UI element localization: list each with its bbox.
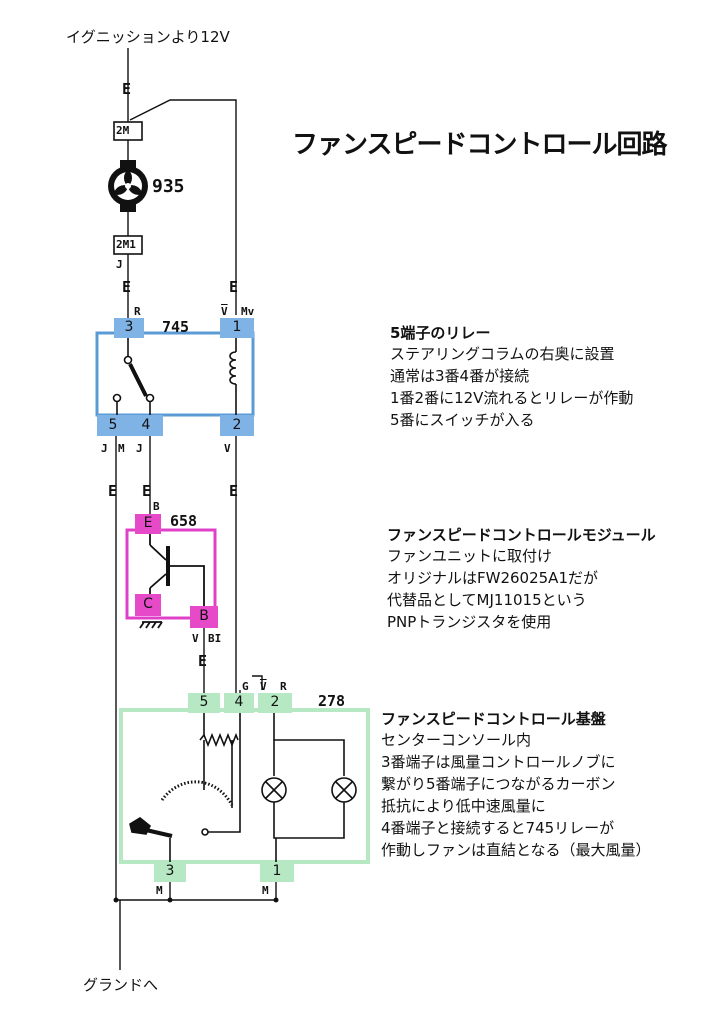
branch-wire-relay-coil <box>129 99 237 315</box>
relay-notes-line: 5番にスイッチが入る <box>390 411 535 429</box>
module-terminal-e <box>135 514 161 534</box>
module-notes: ファンスピードコントロールモジュール ファンユニットに取付け オリジナルはFW2… <box>387 524 656 633</box>
wire-code-e: E <box>122 278 132 296</box>
board-notes: ファンスピードコントロール基盤 センターコンソール内 3番端子は風量コントロール… <box>381 708 651 861</box>
carbon-resistor <box>199 732 239 748</box>
relay-terminal-3-label: 3 <box>124 319 134 335</box>
board-code: 278 <box>318 692 346 710</box>
relay-coil <box>229 351 237 385</box>
fan-connector-bottom <box>113 235 143 255</box>
wire-code-e: E <box>229 278 239 296</box>
relay-code: 745 <box>162 318 190 336</box>
fan-connector-bottom-label: 2M1 <box>116 238 136 251</box>
board-terminal-2 <box>258 693 292 713</box>
module-terminal-c <box>135 594 161 616</box>
relay-terminal-1 <box>220 318 254 338</box>
junction-dot <box>167 897 173 903</box>
relay-notes-heading: 5端子のリレー <box>390 324 491 342</box>
junction-dot <box>113 897 119 903</box>
board-notes-line: 作動しファンは直結となる（最大風量） <box>381 841 651 859</box>
module-notes-line: PNPトランジスタを使用 <box>387 613 552 631</box>
board-terminal-3 <box>154 862 186 882</box>
wire-code-j: J <box>101 442 108 455</box>
wire-code-e: E <box>229 482 239 500</box>
supply-label: イグニッションより12V <box>66 28 230 46</box>
wire-code-mv: Mv <box>241 305 255 318</box>
relay-terminal-4 <box>129 415 163 436</box>
module-notes-line: ファンユニットに取付け <box>387 547 553 565</box>
wire-code-e: E <box>198 652 208 670</box>
board-terminal-1-label: 1 <box>272 863 282 879</box>
module-terminal-e-label: E <box>143 515 153 531</box>
resistor-arc <box>160 780 234 806</box>
board-terminal-5 <box>188 693 220 713</box>
relay-notes-line: 1番2番に12V流れるとリレーが作動 <box>390 389 634 407</box>
wire-code-j: J <box>116 258 123 271</box>
relay-terminal-1-label: 1 <box>232 319 242 335</box>
wire-code-bi: BI <box>208 632 222 645</box>
wire-code-v: V <box>224 442 231 455</box>
board-terminal-5-label: 5 <box>199 694 209 710</box>
module-terminal-b-label: B <box>199 608 209 624</box>
relay-switch-blade <box>128 363 148 397</box>
relay-notes: 5端子のリレー ステアリングコラムの右奥に設置 通常は3番4番が接続 1番2番に… <box>390 322 633 431</box>
board-notes-line: 3番端子は風量コントロールノブに <box>381 753 616 771</box>
relay-terminal-2 <box>220 415 254 436</box>
relay-box <box>95 331 255 417</box>
board-notes-heading: ファンスピードコントロール基盤 <box>381 710 606 728</box>
wire-code-v: V <box>260 680 267 693</box>
module-terminal-c-label: C <box>143 596 153 612</box>
fan-code: 935 <box>152 176 185 197</box>
wire-code-e: E <box>108 482 118 500</box>
board-box <box>119 708 370 864</box>
relay-terminal-2-label: 2 <box>232 417 242 433</box>
board-notes-line: 4番端子と接続すると745リレーが <box>381 819 615 837</box>
module-box <box>125 528 217 620</box>
wire-code-r: R <box>134 305 141 318</box>
board-notes-line: 繋がり5番端子につながるカーボン <box>381 775 616 793</box>
wire-code-m: M <box>118 442 125 455</box>
junction-dot <box>273 897 279 903</box>
wire-code-e: E <box>122 80 132 98</box>
relay-terminal-5-label: 5 <box>108 417 118 433</box>
wire-code-r: R <box>280 680 287 693</box>
transistor-icon <box>139 534 205 629</box>
module-notes-line: 代替品としてMJ11015という <box>387 591 587 609</box>
module-terminal-b <box>190 606 218 628</box>
fan-connector-top <box>113 121 143 141</box>
wire-code-b: B <box>153 500 160 513</box>
wire-code-v: V <box>192 632 199 645</box>
wire-code-g: G <box>242 680 249 693</box>
wire-code-m: M <box>156 884 163 897</box>
relay-terminal-3 <box>114 318 144 338</box>
board-terminal-3-label: 3 <box>165 863 175 879</box>
ground-label: グランドへ <box>83 976 159 994</box>
board-notes-line: センターコンソール内 <box>381 731 532 749</box>
board-terminal-4 <box>224 693 254 713</box>
wire-code-m: M <box>262 884 269 897</box>
board-terminal-2-label: 2 <box>270 694 280 710</box>
module-code: 658 <box>170 512 198 530</box>
module-notes-heading: ファンスピードコントロールモジュール <box>387 526 656 544</box>
page-title: ファンスピードコントロール回路 <box>292 130 667 160</box>
relay-terminal-4-label: 4 <box>141 417 151 433</box>
board-terminal-4-label: 4 <box>234 694 244 710</box>
board-notes-line: 抵抗により低中速風量に <box>381 797 546 815</box>
relay-terminal-5 <box>97 415 129 436</box>
relay-notes-line: 通常は3番4番が接続 <box>390 367 530 385</box>
fan-connector-top-label: 2M <box>116 124 130 137</box>
relay-terminal-tabs <box>97 318 254 436</box>
board-terminal-1 <box>260 862 294 882</box>
wire-code-j: J <box>136 442 143 455</box>
board-2-wire <box>252 675 263 690</box>
fan-motor-icon <box>108 160 148 212</box>
wire-code-e: E <box>142 482 152 500</box>
module-notes-line: オリジナルはFW26025A1だが <box>387 569 598 587</box>
relay-notes-line: ステアリングコラムの右奥に設置 <box>390 345 615 363</box>
wire-code-v: V <box>221 305 228 318</box>
